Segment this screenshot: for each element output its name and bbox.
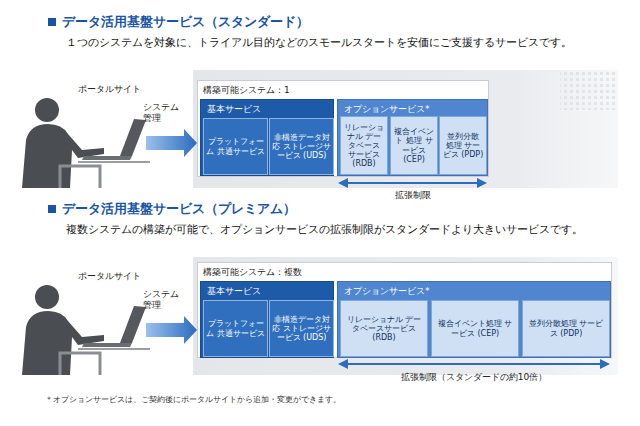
box-label: 構築可能システム：複数 [198,263,611,282]
bullet-square [48,18,56,26]
section-heading: データ活用基盤サービス（プレミアム） [62,201,296,217]
box-label: 並列分散 処理 サービス (PDP) [442,132,484,160]
annotation: システム 管理 [143,289,189,311]
box-label: オプションサービス* [338,282,610,301]
box-label: 複合イベント 処理 サービス (CEP) [393,127,435,164]
box-label: 並列分散処理 サービス (PDP) [525,319,607,337]
box-label: 非構造データ対応 ストレージサービス (UDS) [272,315,331,343]
expansion-arrow [338,359,610,369]
user-figure [22,98,150,188]
box-label: プラットフォーム 共通サービス [206,319,265,337]
option-box: リレーショナル データベース サービス (RDB) [340,116,388,175]
user-figure [22,285,150,375]
annotation: ポータルサイト [78,271,141,282]
box-label: プラットフォーム 共通サービス [206,137,265,155]
option-service-box: オプションサービス*リレーショナル データベース サービス (RDB)複合イベン… [337,99,488,176]
service-box: 非構造データ対応 ストレージサービス (UDS) [269,300,334,357]
box-label: リレーショナル データベース サービス (RDB) [343,123,385,169]
section-heading: データ活用基盤サービス（スタンダード） [62,14,309,30]
box-label: 基本サービス [201,100,333,119]
option-service-box: オプションサービス* リレーショナル データベースサービス (RDB) 複合イベント… [337,281,611,358]
annotation: ポータルサイト [78,84,141,95]
annotation: システム 管理 [143,102,189,124]
background-panel [193,257,618,375]
management-arrow [146,129,197,157]
option-box: 複合イベント処理 サービス (CEP) [431,300,519,357]
expansion-arrow [338,178,487,188]
service-box: プラットフォーム 共通サービス [203,118,268,175]
footnote: ＊オプションサービスは、ご契約後にポータルサイトから追加・変更ができます。 [45,395,341,405]
management-arrow [146,316,197,344]
service-box: プラットフォーム 共通サービス [203,300,268,357]
option-box: 複合イベント 処理 サービス (CEP) [390,116,438,175]
bullet-square [48,205,56,213]
annotation: 拡張制限（スタンダードの約10倍） [338,372,610,383]
option-box: 並列分散処理 サービス (PDP) [522,300,610,357]
section-description: １つのシステムを対象に、トライアル目的などのスモールスタートを安価にご支援するサ… [66,36,572,49]
box-label: 構築可能システム：1 [198,81,488,100]
panel-texture [560,70,618,110]
box-label: リレーショナル データベースサービス (RDB) [343,315,425,343]
background-panel [193,70,618,188]
annotation: 拡張制限 [338,190,488,201]
box-label: 非構造データ対応 ストレージサービス (UDS) [272,133,331,161]
box-label: 基本サービス [201,282,333,301]
section-description: 複数システムの構築が可能で、オプションサービスの拡張制限がスタンダードより大きい… [66,223,583,236]
option-box: 並列分散 処理 サービス (PDP) [439,116,487,175]
service-box: 非構造データ対応 ストレージサービス (UDS) [269,118,334,175]
box-label: 複合イベント処理 サービス (CEP) [434,319,516,337]
system-frame: 構築可能システム：複数基本サービスプラットフォーム 共通サービス非構造データ対応… [197,262,612,358]
base-service-box: 基本サービスプラットフォーム 共通サービス非構造データ対応 ストレージサービス … [200,281,334,358]
system-frame: 構築可能システム：1基本サービスプラットフォーム 共通サービス非構造データ対応 … [197,80,489,177]
base-service-box: 基本サービスプラットフォーム 共通サービス非構造データ対応 ストレージサービス … [200,99,334,176]
option-box: リレーショナル データベースサービス (RDB) [340,300,428,357]
